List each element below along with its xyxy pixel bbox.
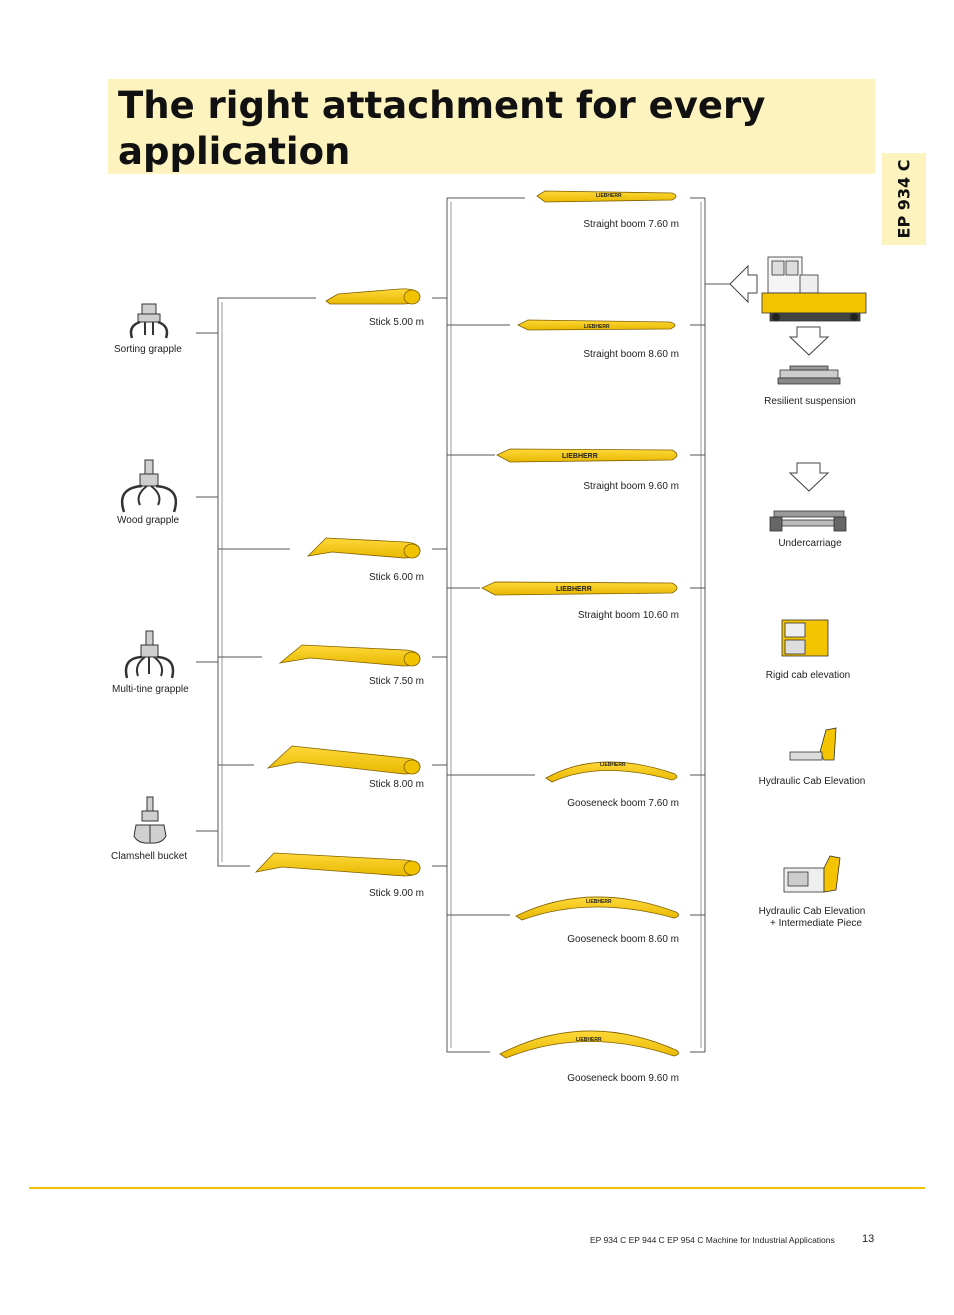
brand-label: LIEBHERR	[576, 1037, 602, 1043]
stick-5-image	[325, 288, 421, 305]
straight-boom-10-6-image	[481, 581, 678, 596]
arrow-left-icon	[729, 264, 758, 304]
stick-label: Stick 7.50 m	[368, 676, 424, 687]
straight-boom-7-6-image	[536, 190, 677, 203]
machine-image	[761, 256, 867, 322]
brand-label: LIEBHERR	[586, 899, 612, 905]
gooseneck-boom-9-6-image	[499, 1030, 679, 1059]
stick-label: Stick 9.00 m	[368, 888, 424, 899]
brand-label: LIEBHERR	[596, 193, 622, 199]
boom-label: Straight boom 7.60 m	[583, 219, 679, 230]
gooseneck-boom-8-6-image	[515, 896, 679, 921]
sorting-grapple-label: Sorting grapple	[114, 344, 182, 355]
multi-tine-grapple-icon	[124, 630, 175, 679]
wood-grapple-icon	[120, 459, 178, 513]
hydraulic-cab-intermediate-label-1: Hydraulic Cab Elevation	[758, 906, 866, 917]
footer-divider	[29, 1187, 925, 1189]
arrow-down-icon	[788, 462, 830, 492]
title-banner: The right attachment for every applicati…	[108, 79, 875, 174]
hydraulic-cab-elevation-image	[789, 727, 837, 761]
hydraulic-cab-elevation-label: Hydraulic Cab Elevation	[758, 776, 866, 787]
hydraulic-cab-intermediate-label-2: + Intermediate Piece	[770, 918, 862, 929]
boom-label: Gooseneck boom 8.60 m	[567, 934, 679, 945]
boom-label: Gooseneck boom 9.60 m	[567, 1073, 679, 1084]
stick-label: Stick 8.00 m	[368, 779, 424, 790]
wood-grapple-label: Wood grapple	[117, 515, 180, 526]
rigid-cab-elevation-image	[781, 619, 829, 657]
brand-label: LIEBHERR	[556, 586, 592, 593]
footer-text: EP 934 C EP 944 C EP 954 C Machine for I…	[590, 1235, 835, 1245]
boom-label: Gooseneck boom 7.60 m	[567, 798, 679, 809]
stick-8-image	[266, 745, 421, 775]
undercarriage-image	[769, 510, 847, 532]
connector-lines	[196, 197, 730, 1053]
multi-tine-grapple-label: Multi-tine grapple	[112, 684, 189, 695]
brand-label: LIEBHERR	[600, 762, 626, 768]
rigid-cab-elevation-label: Rigid cab elevation	[765, 670, 851, 681]
page-number: 13	[862, 1233, 875, 1245]
stick-6-image	[306, 537, 421, 559]
straight-boom-9-6-image	[496, 448, 678, 463]
clamshell-bucket-label: Clamshell bucket	[111, 851, 188, 862]
arrow-down-icon	[788, 326, 830, 356]
stick-9-image	[254, 852, 421, 877]
page-title: The right attachment for every applicati…	[118, 84, 766, 173]
model-side-tab: EP 934 C	[882, 153, 926, 245]
gooseneck-boom-7-6-image	[545, 761, 678, 783]
clamshell-bucket-icon	[133, 796, 167, 844]
resilient-suspension-label: Resilient suspension	[764, 396, 856, 407]
stick-label: Stick 5.00 m	[368, 317, 424, 328]
hydraulic-cab-intermediate-image	[783, 855, 841, 893]
boom-label: Straight boom 10.60 m	[577, 610, 679, 621]
resilient-suspension-image	[777, 365, 841, 385]
straight-boom-8-6-image	[517, 319, 676, 331]
undercarriage-label: Undercarriage	[778, 538, 842, 549]
boom-label: Straight boom 9.60 m	[583, 481, 679, 492]
brand-label: LIEBHERR	[562, 453, 598, 460]
stick-label: Stick 6.00 m	[368, 572, 424, 583]
sorting-grapple-icon	[129, 303, 169, 339]
stick-7-5-image	[278, 644, 421, 667]
boom-label: Straight boom 8.60 m	[583, 349, 679, 360]
brand-label: LIEBHERR	[584, 324, 610, 330]
